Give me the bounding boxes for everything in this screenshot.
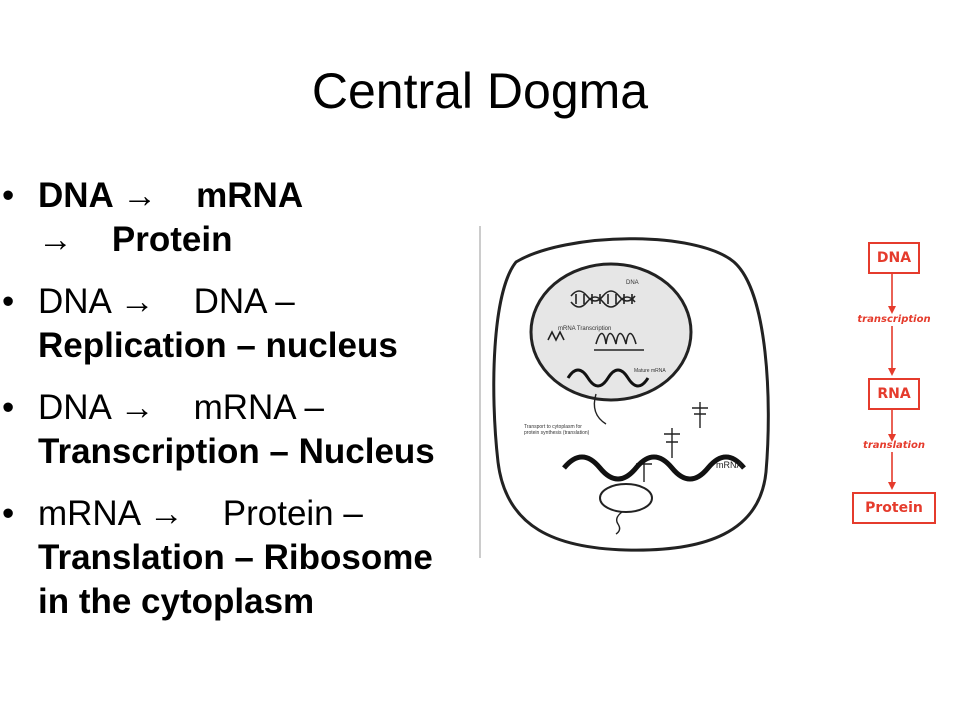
bullet-item-3: DNA → mRNA – Transcription – Nucleus (0, 386, 540, 474)
slide-title: Central Dogma (311, 63, 649, 119)
flow-step-translation: translation (863, 440, 925, 451)
label-transport-2: protein synthesis (translation) (524, 430, 590, 436)
bullet-1-text-c: Protein (73, 220, 233, 259)
flow-box-dna: DNA (868, 242, 920, 274)
flow-box-rna: RNA (868, 378, 920, 410)
bullet-item-2: DNA → DNA – Replication – nucleus (0, 280, 540, 368)
transport-arrow (593, 393, 607, 425)
bullet-2-text-b: DNA – (154, 282, 295, 321)
bullet-2-text-a: DNA (38, 282, 120, 321)
bullet-item-1: DNA → mRNA → Protein (0, 174, 540, 262)
bullet-3-text-b: mRNA – (154, 388, 324, 427)
ribosome-icon (599, 483, 653, 513)
arrow-icon: → (122, 176, 158, 215)
bullet-list: DNA → mRNA → Protein DNA → DNA – Replica… (0, 174, 540, 642)
dna-helix-icon (570, 290, 636, 308)
arrow-icon: → (148, 494, 184, 533)
bullet-3-text-c: Transcription – Nucleus (38, 432, 435, 471)
flow-arrow-1 (888, 272, 896, 490)
flow-box-protein: Protein (852, 492, 936, 524)
polypeptide-icon (615, 511, 623, 535)
bullet-3-text-a: DNA (38, 388, 120, 427)
label-dna: DNA (626, 280, 639, 286)
mrna-strand (547, 330, 565, 342)
label-transcription: mRNA Transcription (558, 326, 611, 332)
bullet-4-text-a: mRNA (38, 494, 149, 533)
arrow-icon: → (119, 388, 155, 427)
bullet-1-text-b: mRNA (157, 176, 304, 215)
bullet-1-text-a: DNA (38, 176, 123, 215)
bullet-4-text-b: Protein – (183, 494, 363, 533)
label-transport: Transport to cytoplasm for (524, 424, 582, 430)
label-mrna: mRNA (716, 460, 743, 470)
arrow-icon: → (38, 220, 73, 259)
arrow-icon: → (119, 282, 155, 321)
transcription-coil-icon (594, 332, 644, 351)
cell-diagram: DNA mRNA Transcription Mature mRNA Trans… (479, 226, 770, 558)
mature-mrna-strand (566, 368, 650, 388)
trna-icon (636, 402, 708, 482)
label-mature-mrna: Mature mRNA (634, 368, 666, 374)
nucleus (529, 262, 693, 402)
cytoplasm-mrna-strand (562, 454, 746, 482)
central-dogma-flow: DNA transcription RNA translation Protei… (846, 232, 942, 532)
bullet-item-4: mRNA → Protein – Translation – Ribosomei… (0, 492, 540, 624)
bullet-2-text-c: Replication – nucleus (38, 326, 398, 365)
flow-step-transcription: transcription (857, 314, 931, 325)
